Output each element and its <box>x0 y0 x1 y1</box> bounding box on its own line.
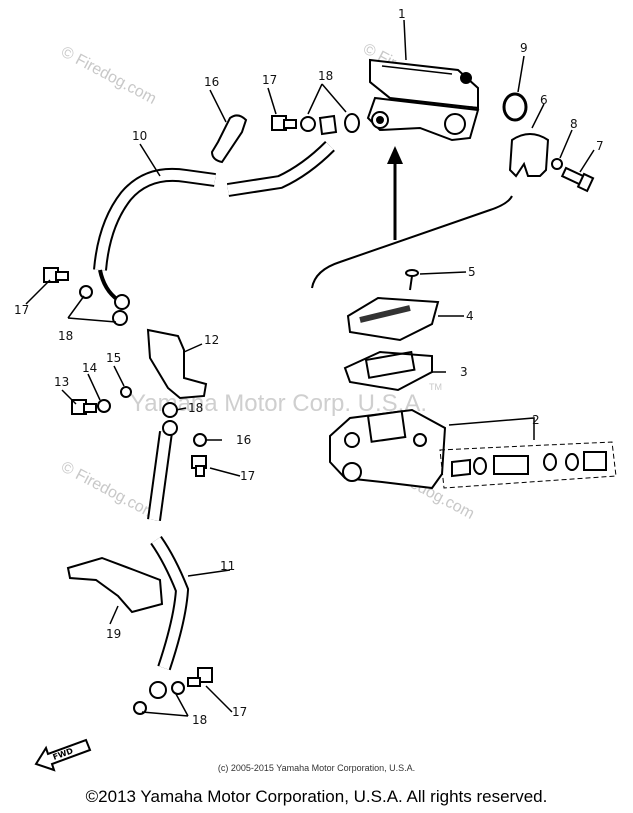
part-18-washers-top <box>300 113 360 136</box>
credit-small: (c) 2005-2015 Yamaha Motor Corporation, … <box>217 763 416 773</box>
part-8-washer <box>551 158 563 170</box>
watermark-site-1: © Firedog.com <box>58 44 159 108</box>
callout-13: 13 <box>54 375 69 389</box>
part-15-washer <box>120 386 132 398</box>
part-12-joint <box>146 328 208 400</box>
part-7-bolt <box>560 166 595 193</box>
part-17-bolt-mid <box>191 455 207 477</box>
callout-17-left: 17 <box>14 303 29 317</box>
assembly-arrow <box>387 146 403 240</box>
callout-17-mid: 17 <box>240 469 255 483</box>
exploded-group-bracket <box>311 195 513 289</box>
part-18-washers-bottom <box>133 681 185 715</box>
part-2-piston-kit <box>439 441 617 489</box>
callout-11: 11 <box>220 559 235 573</box>
part-17-bolt-top <box>271 115 297 131</box>
callout-18-bottom: 18 <box>192 713 207 727</box>
part-10-hose <box>93 141 335 302</box>
part-3-diaphragm <box>343 350 433 392</box>
callout-12: 12 <box>204 333 219 347</box>
part-13-bolt <box>71 399 97 415</box>
callout-5: 5 <box>468 265 476 279</box>
callout-17-top: 17 <box>262 73 277 87</box>
callout-17-bottom: 17 <box>232 705 247 719</box>
part-17-bolt-bottom <box>187 667 213 687</box>
callout-19: 19 <box>106 627 121 641</box>
callout-leaders <box>25 19 595 713</box>
part-18-washers-left <box>79 285 128 326</box>
watermark-site-3: © Firedog.com <box>58 459 159 523</box>
part-11-hose <box>147 431 190 671</box>
callout-2: 2 <box>532 413 540 427</box>
leader-18-left <box>67 295 117 323</box>
callout-18-left: 18 <box>58 329 73 343</box>
callout-10: 10 <box>132 129 147 143</box>
part-9-oring <box>502 92 528 122</box>
callout-18-mid: 18 <box>188 401 203 415</box>
master-cylinder-body <box>329 408 447 490</box>
callout-9: 9 <box>520 41 528 55</box>
watermark-tm: TM <box>429 382 442 392</box>
callout-8: 8 <box>570 117 578 131</box>
callout-14: 14 <box>82 361 97 375</box>
master-cylinder-assembly <box>366 58 480 142</box>
callout-16-mid: 16 <box>236 433 251 447</box>
part-17-bolt-left <box>43 267 69 283</box>
hose-fitting-bottom <box>149 681 167 699</box>
callout-1: 1 <box>398 7 406 21</box>
part-16-washer-mid <box>193 433 207 447</box>
fwd-arrow-icon: FWD <box>34 738 92 772</box>
part-16-boot <box>210 114 248 164</box>
callout-6: 6 <box>540 93 548 107</box>
leader-18-bottom <box>141 693 189 717</box>
callout-3: 3 <box>460 365 468 379</box>
callout-15: 15 <box>106 351 121 365</box>
part-6-clamp <box>508 133 550 178</box>
callout-18-top: 18 <box>318 69 333 83</box>
callout-7: 7 <box>596 139 604 153</box>
part-4-cap <box>346 296 440 342</box>
part-14-washer <box>97 399 111 413</box>
callout-16-top: 16 <box>204 75 219 89</box>
hose-fitting-left <box>114 294 130 310</box>
callout-labels: 1 2 3 4 5 6 7 8 9 10 11 12 13 14 15 16 1… <box>14 7 604 727</box>
part-18-washer-mid <box>162 402 178 418</box>
part-19-bracket <box>66 556 164 614</box>
part-5-screw <box>405 269 419 291</box>
credit-main: ©2013 Yamaha Motor Corporation, U.S.A. A… <box>85 787 548 806</box>
hose-fitting-mid <box>162 420 178 436</box>
callout-4: 4 <box>466 309 474 323</box>
